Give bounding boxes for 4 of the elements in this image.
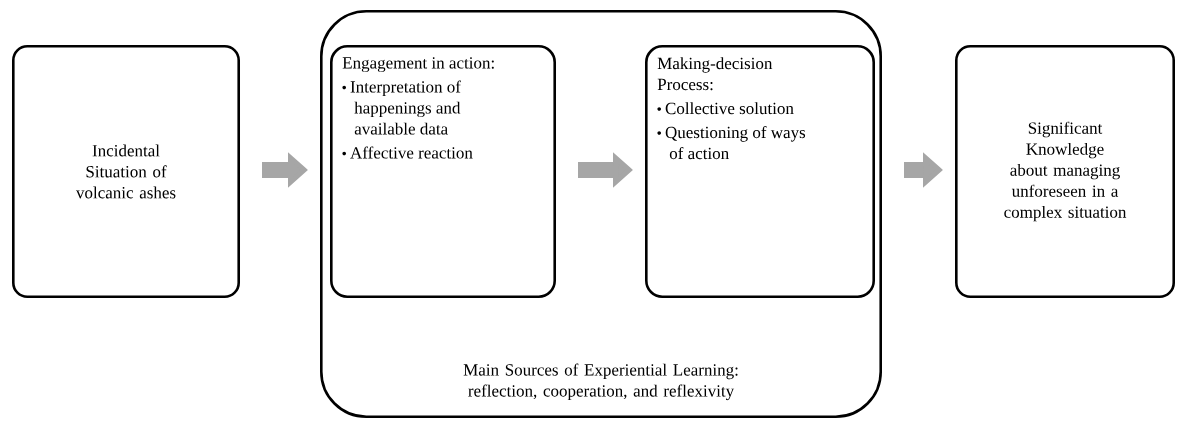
process-box: Engagement in action: Interpretation of happenings and available data Affective reaction xyxy=(330,45,556,298)
process-box: Significant Knowledge about managing unforeseen in a complex situation xyxy=(955,45,1175,298)
process-box: Making-decision Process: Collective solution Questioning of ways of action xyxy=(645,45,875,298)
process-box: Incidental Situation of volcanic ashes xyxy=(12,45,240,298)
